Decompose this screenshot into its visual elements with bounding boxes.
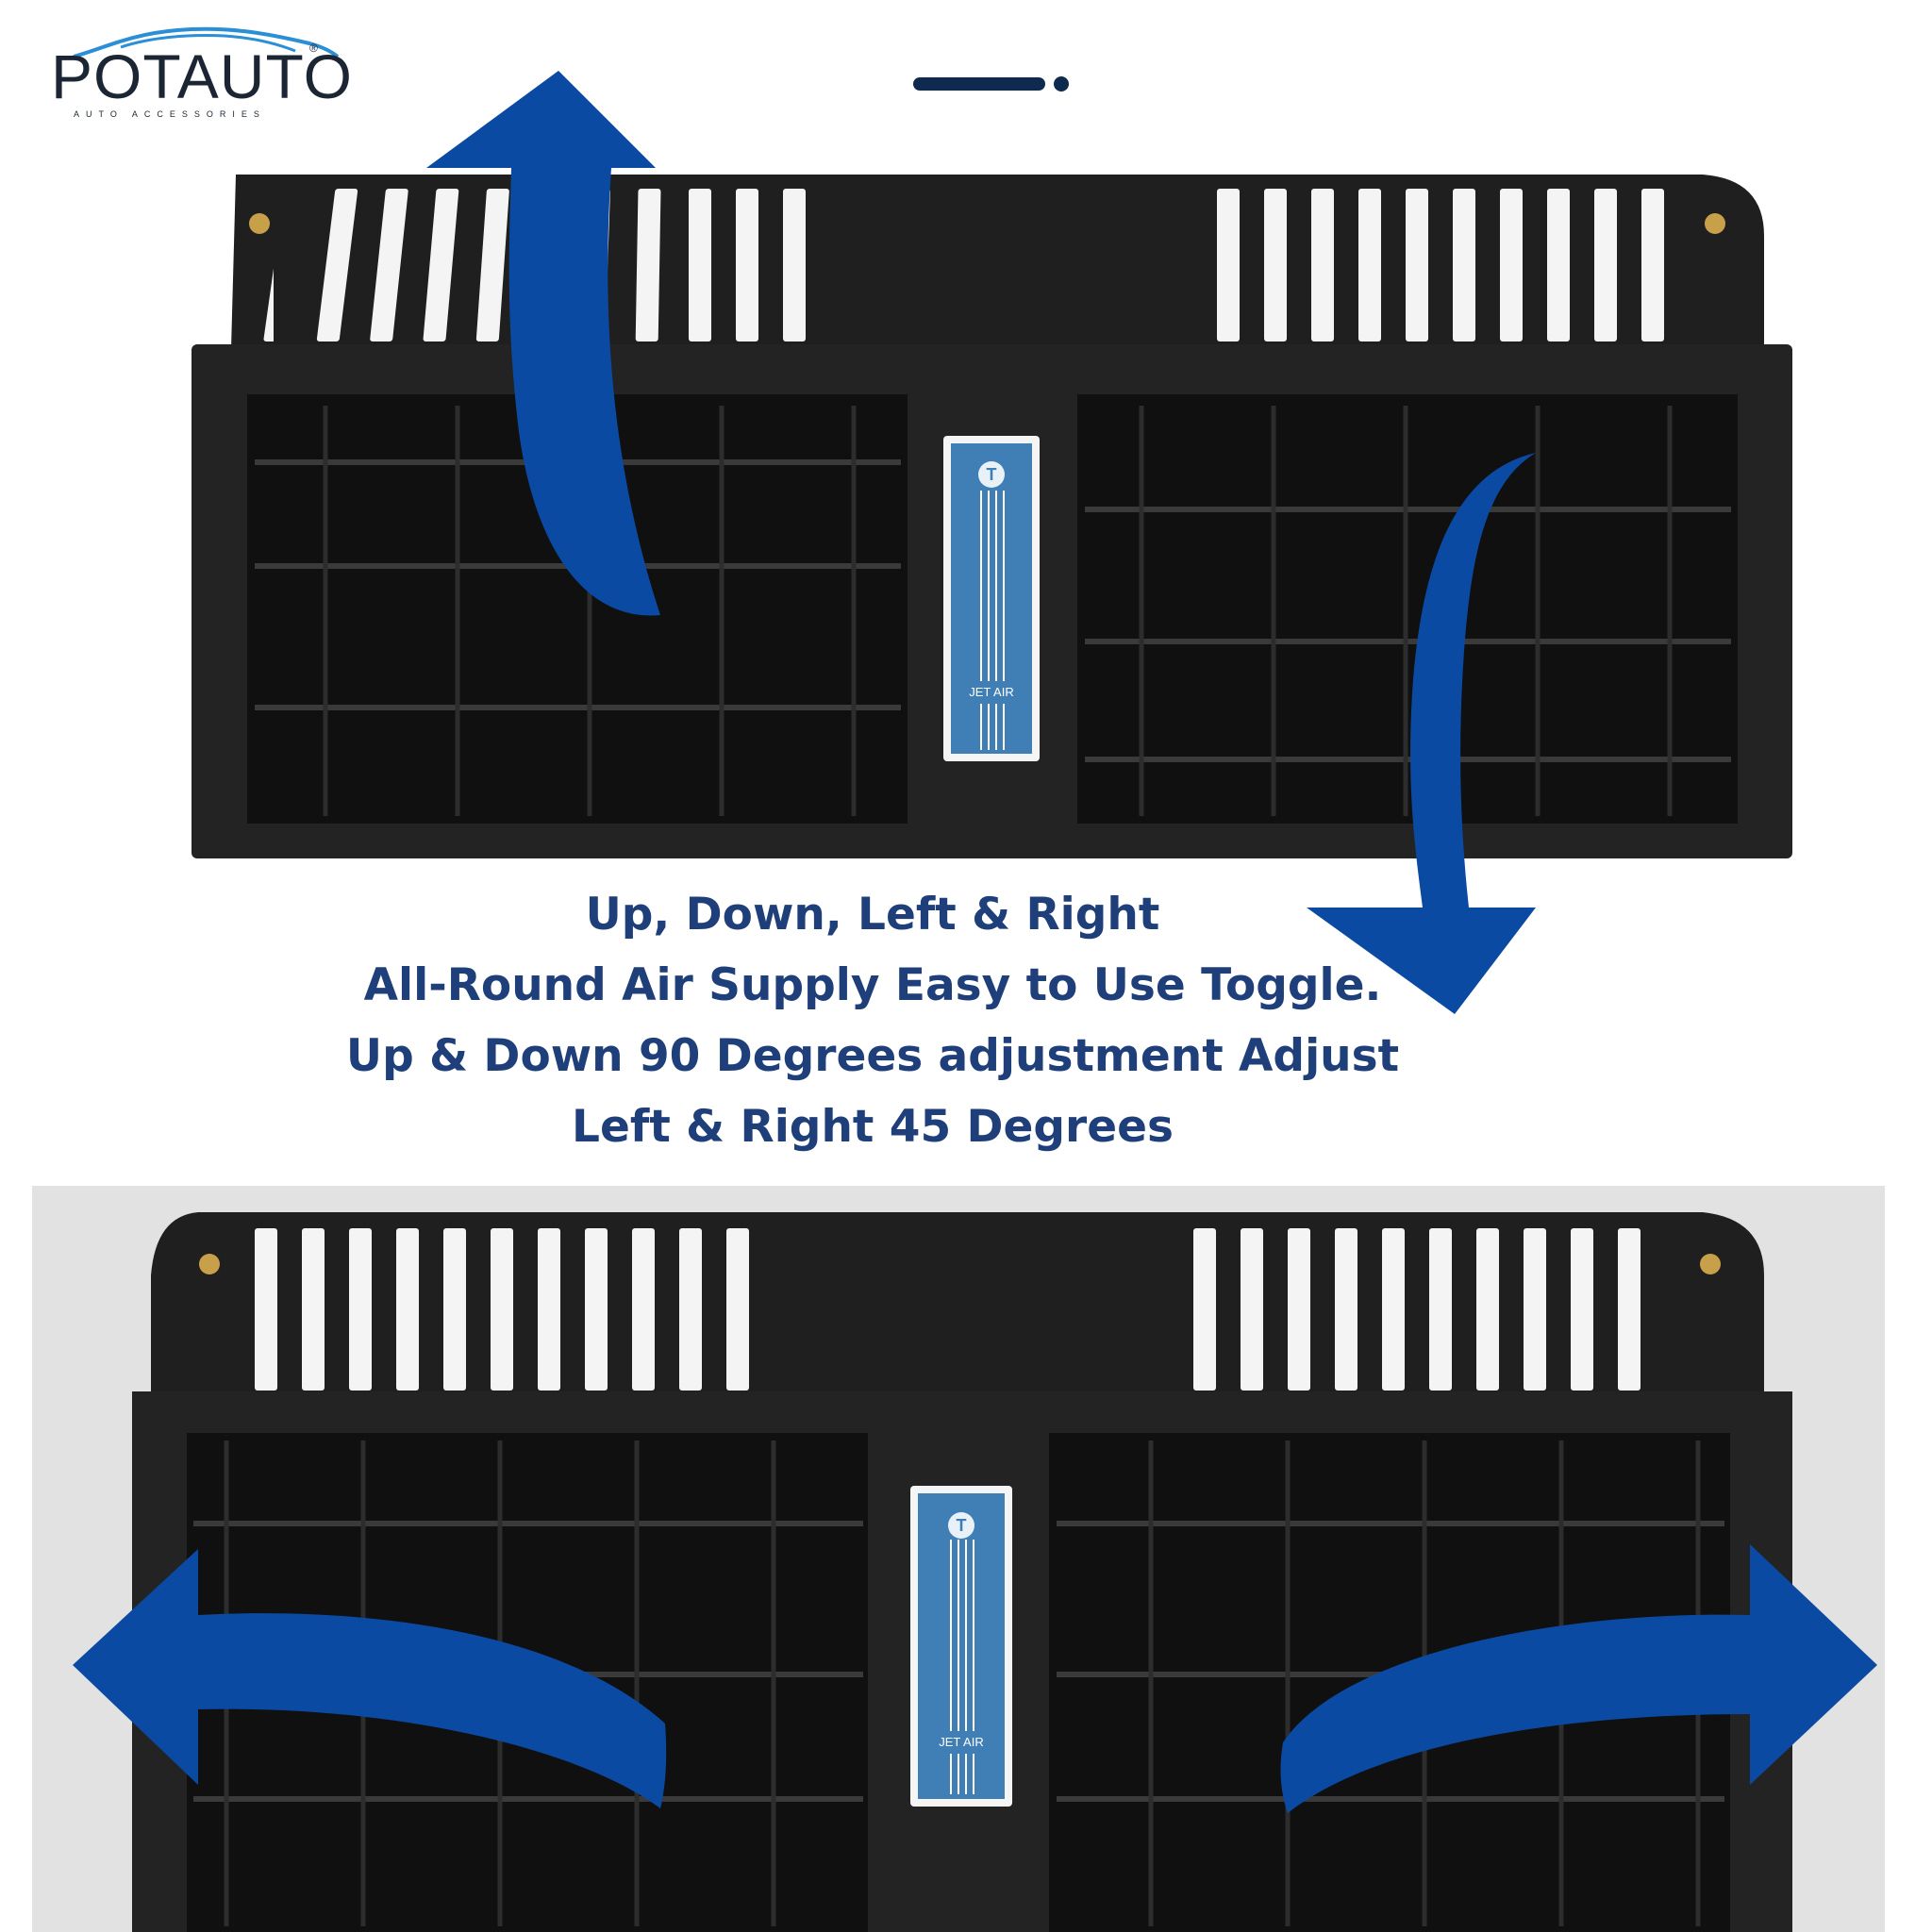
headline-line-4: Left & Right 45 Degrees [572, 1101, 1174, 1153]
vent-bottom-image [73, 1212, 1877, 1932]
headline-line-3: Up & Down 90 Degrees adjustment Adjust [345, 1030, 1400, 1082]
screw [199, 1254, 220, 1274]
feature-headline: Up, Down, Left & Right All-Round Air Sup… [283, 879, 1462, 1162]
badge-logo-icon [948, 1512, 974, 1539]
vent-top-image [192, 71, 1792, 1014]
registered-mark: ® [309, 42, 318, 55]
vent-top-grille-right [1217, 189, 1664, 341]
badge-icon-letter-top: T [986, 465, 997, 484]
vent-bottom-grille-right [1193, 1228, 1641, 1391]
headline-line-1: Up, Down, Left & Right [585, 889, 1160, 941]
screw [1705, 213, 1725, 234]
brand-logo: POTAUTO ® AUTO ACCESSORIES [45, 25, 352, 128]
arrow-up-icon [426, 71, 660, 616]
headline-line-2: All-Round Air Supply Easy to Use Toggle. [363, 959, 1382, 1011]
screw [249, 213, 270, 234]
jet-air-label-top: JET AIR [969, 685, 1014, 699]
badge-icon-letter-bottom: T [956, 1516, 967, 1535]
arrow-left-icon [73, 1549, 667, 1808]
vent-bottom-grille-left [255, 1228, 749, 1391]
arrow-down-icon [1307, 453, 1536, 1014]
brand-name: POTAUTO [51, 42, 353, 111]
arrow-right-icon [1280, 1544, 1877, 1813]
screw [1700, 1254, 1721, 1274]
jet-air-label-bottom: JET AIR [939, 1735, 984, 1749]
brand-tagline: AUTO ACCESSORIES [74, 109, 266, 119]
decorative-dash [913, 76, 1069, 92]
badge-logo-icon [978, 461, 1005, 488]
car-icon [73, 26, 340, 58]
